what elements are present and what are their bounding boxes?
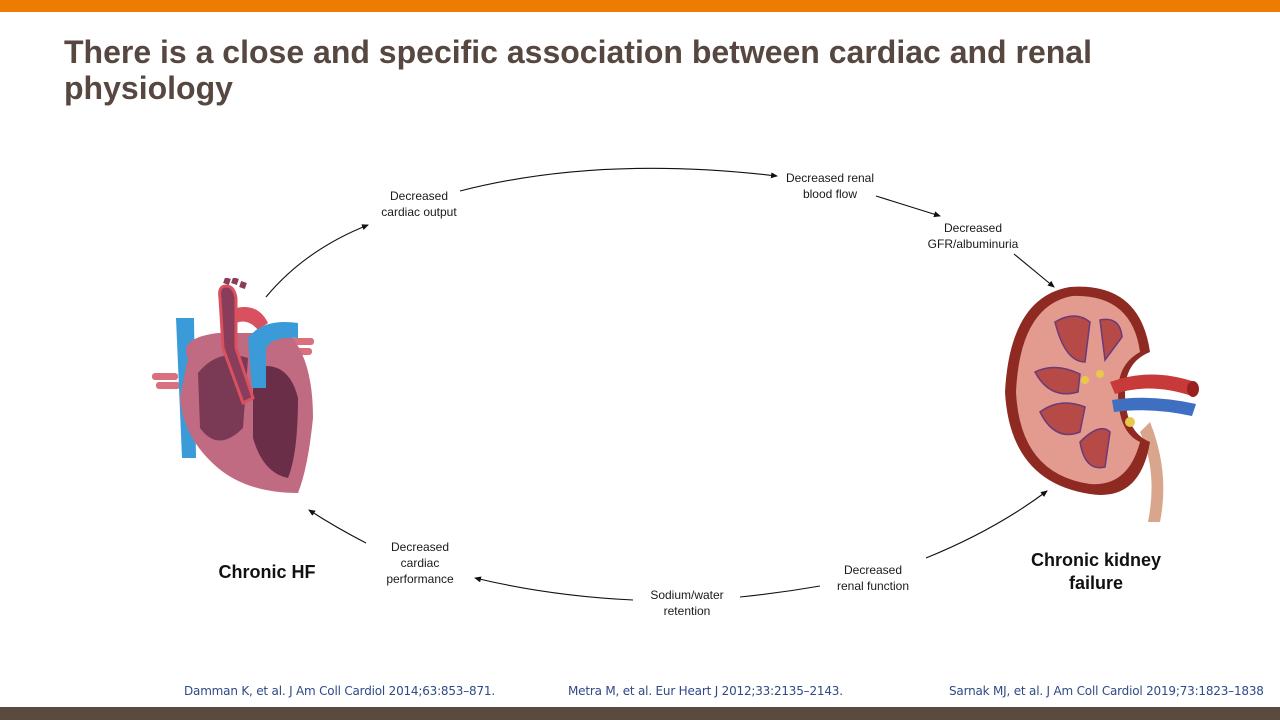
arrow-renal-blood-flow-to-gfr xyxy=(875,195,941,218)
node-line: Sodium/water xyxy=(650,588,724,602)
arrow-renal-function-to-sodium xyxy=(739,585,821,598)
node-line: blood flow xyxy=(802,187,858,201)
node-decreased-renal-function: Decreased renal function xyxy=(837,562,909,594)
node-line: cardiac output xyxy=(381,205,457,219)
slide-title: There is a close and specific associatio… xyxy=(64,34,1092,106)
node-sodium-water-retention: Sodium/water retention xyxy=(650,587,723,619)
node-line: Decreased xyxy=(390,540,450,554)
arrow-heart-to-cardiac-output xyxy=(265,224,369,298)
node-line: performance xyxy=(386,572,454,586)
arrow-cardiac-output-to-renal-blood-flow xyxy=(459,167,778,192)
label-line: Chronic kidney xyxy=(1030,550,1162,570)
label-chronic-kidney-failure: Chronic kidney failure xyxy=(1031,549,1161,595)
node-decreased-gfr: Decreased GFR/albuminuria xyxy=(928,220,1019,252)
node-decreased-cardiac-output: Decreased cardiac output xyxy=(381,188,456,220)
node-decreased-renal-blood-flow: Decreased renal blood flow xyxy=(786,170,874,202)
node-line: Decreased xyxy=(943,221,1003,235)
node-line: renal function xyxy=(836,579,910,593)
node-decreased-cardiac-performance: Decreased cardiac performance xyxy=(386,539,453,587)
arrow-renal-function-to-kidney xyxy=(925,490,1048,559)
reference-sarnak: Sarnak MJ, et al. J Am Coll Cardiol 2019… xyxy=(949,684,1264,698)
arrow-gfr-to-kidney xyxy=(1013,253,1055,288)
node-line: Decreased xyxy=(843,563,903,577)
node-line: Decreased xyxy=(389,189,449,203)
reference-damman: Damman K, et al. J Am Coll Cardiol 2014;… xyxy=(184,684,495,698)
accent-top-bar xyxy=(0,0,1280,12)
node-line: GFR/albuminuria xyxy=(927,237,1019,251)
label-line: failure xyxy=(1068,573,1124,593)
kidney-illustration xyxy=(1005,286,1199,522)
reference-metra: Metra M, et al. Eur Heart J 2012;33:2135… xyxy=(568,684,843,698)
label-chronic-hf: Chronic HF xyxy=(218,562,316,582)
heart-illustration xyxy=(152,278,314,493)
node-line: cardiac xyxy=(400,556,440,570)
footer-bar xyxy=(0,707,1280,720)
arrow-sodium-to-cardiac-performance xyxy=(474,576,634,601)
node-line: Decreased renal xyxy=(785,171,875,185)
node-line: retention xyxy=(663,604,711,618)
arrow-cardiac-performance-to-heart xyxy=(308,509,367,544)
